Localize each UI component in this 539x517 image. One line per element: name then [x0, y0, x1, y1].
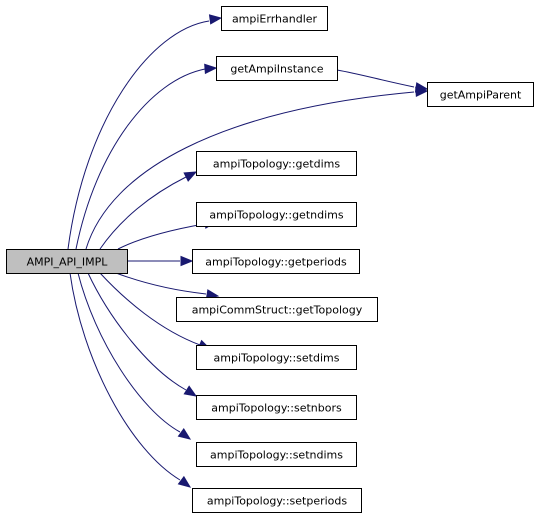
arrowhead — [204, 63, 218, 75]
node-getperiods[interactable]: ampiTopology::getperiods — [192, 249, 360, 274]
node-label: ampiCommStruct::getTopology — [192, 304, 363, 317]
node-label: ampiTopology::setdims — [214, 352, 340, 365]
node-errh[interactable]: ampiErrhandler — [221, 6, 328, 31]
node-box — [216, 56, 338, 81]
edge-root-to-inst — [75, 63, 218, 250]
node-box — [221, 6, 328, 31]
node-box — [192, 488, 362, 513]
node-inst[interactable]: getAmpiInstance — [216, 56, 338, 81]
node-gettopo[interactable]: ampiCommStruct::getTopology — [176, 297, 378, 322]
edge-root-to-getperiods — [127, 255, 194, 267]
nodes-layer: AMPI_API_IMPL ampiErrhandler getAmpiInstan… — [6, 6, 534, 513]
node-setdims[interactable]: ampiTopology::setdims — [196, 345, 357, 370]
arrowhead — [183, 171, 198, 182]
edge-root-to-errh — [67, 14, 223, 250]
node-label: ampiTopology::setndims — [210, 449, 343, 462]
edge-line — [117, 223, 205, 250]
edge-line — [99, 272, 201, 346]
edge-line — [99, 176, 187, 250]
node-label: ampiErrhandler — [232, 13, 318, 26]
node-box — [196, 442, 357, 467]
node-setnbors[interactable]: ampiTopology::setnbors — [196, 395, 357, 420]
arrowhead — [177, 475, 192, 488]
node-setndims[interactable]: ampiTopology::setndims — [196, 442, 357, 467]
node-box — [192, 249, 360, 274]
edge-root-to-setnbors — [87, 272, 198, 397]
node-label: ampiTopology::getdims — [213, 158, 340, 171]
edge-line — [69, 272, 181, 481]
node-box — [196, 395, 357, 420]
arrowhead — [180, 255, 194, 267]
node-label: ampiTopology::setperiods — [207, 495, 348, 508]
node-box — [176, 297, 378, 322]
node-root[interactable]: AMPI_API_IMPL — [6, 249, 128, 274]
node-label: getAmpiParent — [440, 89, 522, 102]
edge-line — [75, 68, 206, 250]
node-box — [196, 345, 357, 370]
arrowhead — [414, 82, 429, 93]
node-box — [196, 202, 357, 227]
edge-root-to-setperiods — [69, 272, 192, 488]
node-par[interactable]: getAmpiParent — [427, 82, 534, 107]
edge-line — [115, 272, 207, 295]
arrowhead — [208, 14, 223, 25]
node-label: ampiTopology::getperiods — [205, 256, 347, 269]
edge-inst-to-par — [336, 69, 429, 93]
node-label: ampiTopology::getndims — [209, 209, 343, 222]
edge-root-to-setndims — [77, 272, 192, 440]
edge-line — [87, 272, 187, 391]
arrowhead — [177, 427, 192, 440]
edge-line — [336, 69, 415, 88]
edge-line — [77, 272, 181, 433]
edge-root-to-getdims — [99, 171, 198, 250]
node-box — [6, 249, 128, 274]
node-label: AMPI_API_IMPL — [27, 256, 109, 269]
node-label: getAmpiInstance — [230, 63, 323, 76]
node-label: ampiTopology::setnbors — [211, 402, 342, 415]
node-box — [427, 82, 534, 107]
node-getdims[interactable]: ampiTopology::getdims — [196, 151, 357, 176]
edge-line — [67, 20, 210, 250]
edge-line — [85, 91, 415, 250]
node-box — [196, 151, 357, 176]
node-getndims[interactable]: ampiTopology::getndims — [196, 202, 357, 227]
edge-root-to-gettopo — [115, 272, 220, 300]
node-setperiods[interactable]: ampiTopology::setperiods — [192, 488, 362, 513]
arrowhead — [183, 385, 198, 397]
